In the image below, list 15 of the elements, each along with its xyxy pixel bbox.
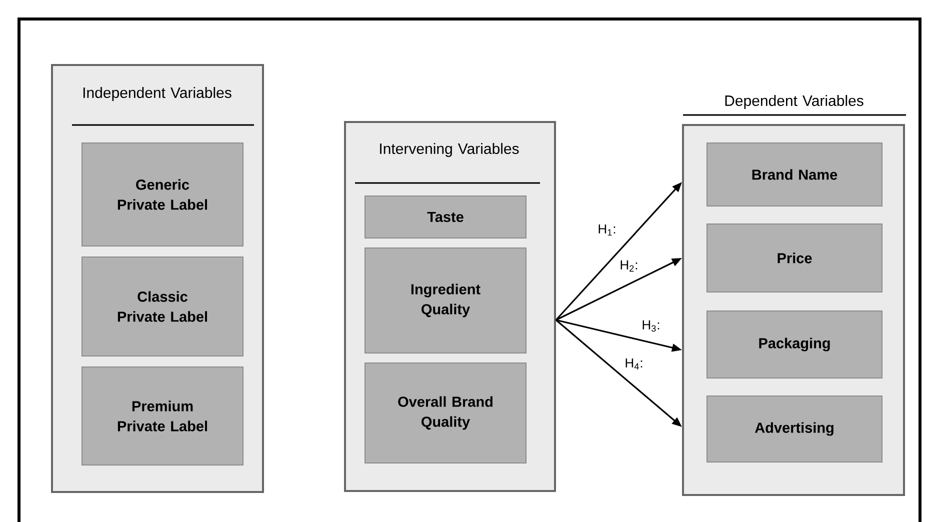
- variable-box: Overall Brand Quality: [364, 362, 526, 464]
- edge-label: H$_{1}$:: [596, 223, 618, 237]
- edge-label: H$_{4}$:: [624, 357, 644, 371]
- variable-box: Brand Name: [706, 142, 882, 206]
- variable-box: Classic Private Label: [82, 256, 244, 356]
- variable-box: Ingredient Quality: [364, 248, 526, 354]
- variable-box: Packaging: [706, 310, 882, 378]
- variable-box: Price: [706, 224, 882, 292]
- variable-box: Premium Private Label: [82, 366, 244, 466]
- variable-box: Taste: [364, 196, 526, 238]
- variable-box: Advertising: [706, 396, 882, 462]
- edge-label: H$_{2}$:: [618, 259, 640, 273]
- edge-label: H$_{3}$:: [640, 319, 662, 333]
- variable-box: Generic Private Label: [82, 142, 244, 246]
- node-label: Dependent Variables: [725, 95, 864, 109]
